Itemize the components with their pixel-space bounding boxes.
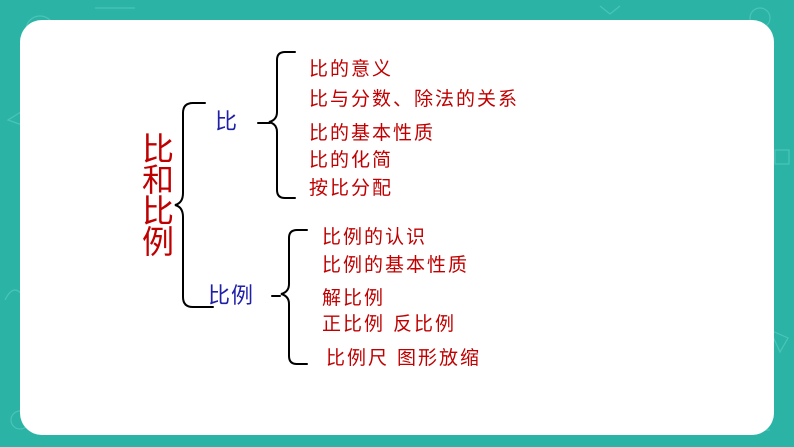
main-brace bbox=[174, 102, 214, 308]
bi-brace bbox=[268, 51, 296, 199]
title-char: 例 bbox=[141, 223, 174, 261]
branch-label-bi: 比 bbox=[215, 110, 239, 135]
branch-label-bili: 比例 bbox=[208, 284, 255, 309]
title-char: 和 bbox=[141, 161, 174, 199]
title-char: 比 bbox=[141, 192, 174, 230]
bili-item: 比例的基本性质 bbox=[322, 254, 470, 276]
bi-item: 按比分配 bbox=[309, 177, 394, 199]
bi-item: 比的化简 bbox=[309, 149, 394, 171]
bi-item: 比的意义 bbox=[309, 58, 394, 80]
diagram-title: 比 和 比 例 bbox=[140, 130, 176, 261]
bili-brace bbox=[280, 229, 308, 365]
bili-item: 比例的认识 bbox=[322, 226, 428, 248]
white-board bbox=[20, 20, 774, 435]
bi-item: 比的基本性质 bbox=[309, 122, 436, 144]
bili-item: 解比例 bbox=[322, 287, 386, 309]
bi-item: 比与分数、除法的关系 bbox=[309, 88, 520, 110]
bili-item: 比例尺 图形放缩 bbox=[326, 347, 482, 369]
title-char: 比 bbox=[141, 130, 174, 168]
bili-item: 正比例 反比例 bbox=[322, 313, 457, 335]
